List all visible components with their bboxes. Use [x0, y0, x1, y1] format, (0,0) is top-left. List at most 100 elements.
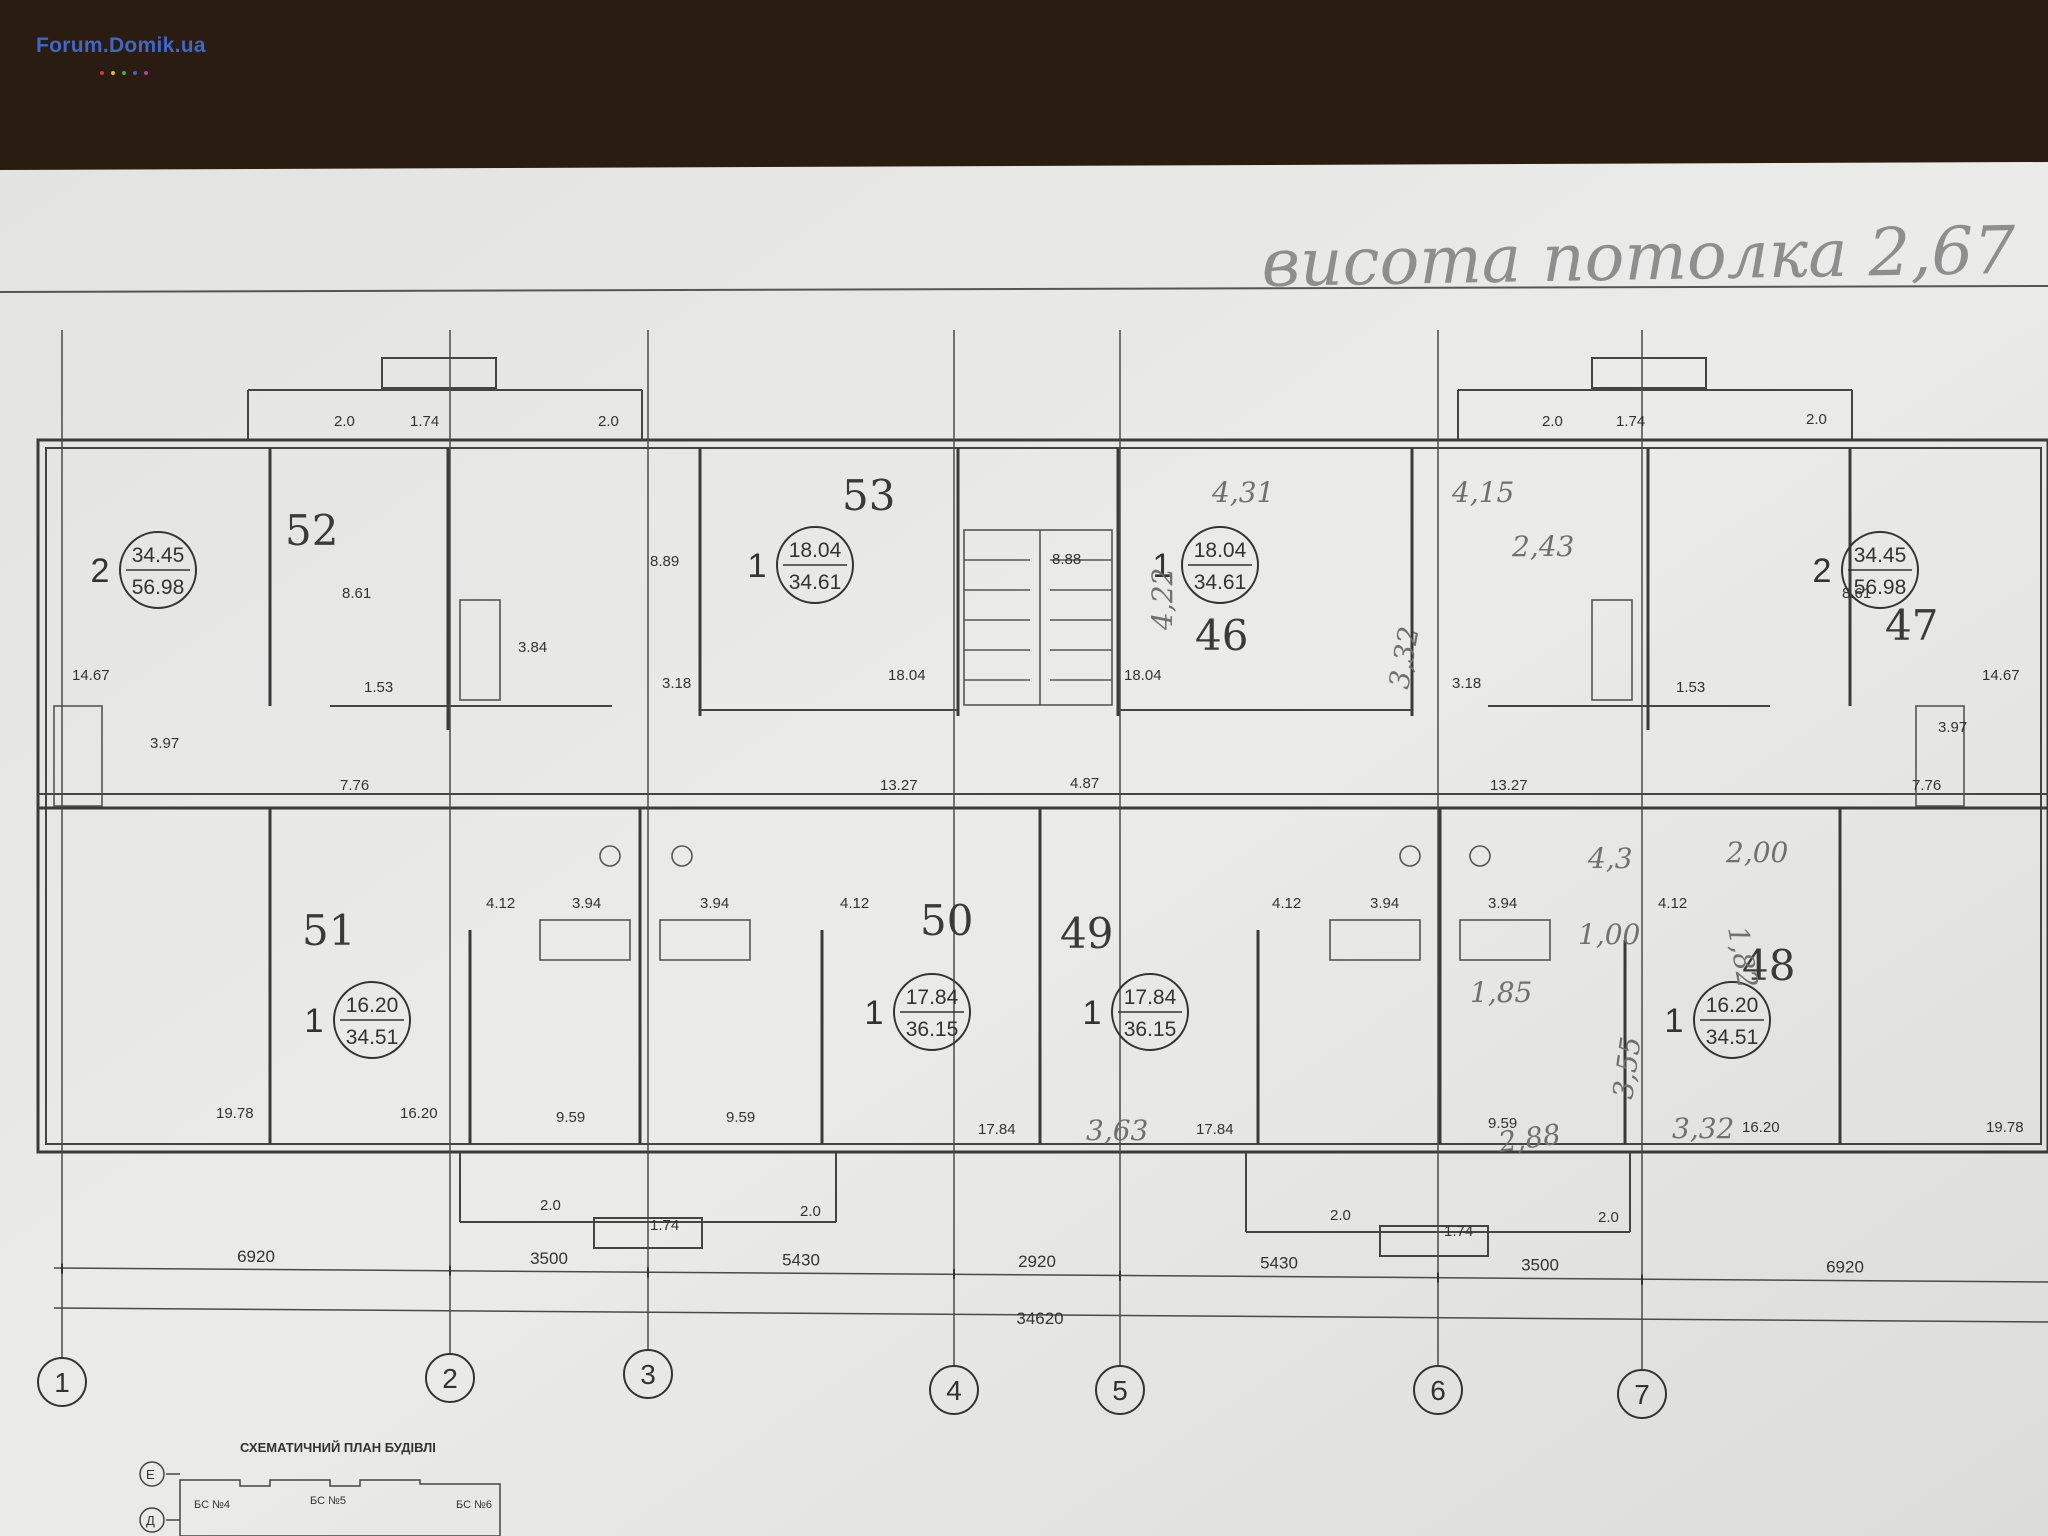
- axis-label: 7: [1634, 1379, 1650, 1410]
- axis-dimension: 5430: [782, 1250, 820, 1269]
- room-count: 2: [91, 552, 110, 590]
- room-area: 18.04: [888, 667, 926, 684]
- balcony-dimension: 1.74: [410, 413, 439, 430]
- axis-dimension: 3500: [1521, 1256, 1559, 1275]
- sheet-top-frame: [0, 285, 2048, 293]
- balcony-dimension: 2.0: [1598, 1209, 1619, 1226]
- axis-circle: [37, 1357, 87, 1407]
- total-area: 34.51: [346, 1026, 399, 1049]
- room-area: 13.27: [880, 777, 918, 794]
- area-circle: [1181, 526, 1259, 604]
- axis-circle: [425, 1353, 475, 1403]
- apartment-number: 52: [285, 506, 338, 555]
- room-area: 7.76: [340, 777, 369, 794]
- room-area: 17.84: [978, 1121, 1016, 1138]
- watermark-text: Forum.Domik.ua: [36, 34, 206, 57]
- room-area: 3.94: [1370, 895, 1399, 912]
- axis-label: 2: [442, 1363, 458, 1394]
- area-circle: [333, 981, 411, 1059]
- total-dimension: 34620: [1016, 1309, 1063, 1328]
- room-area: 19.78: [216, 1105, 254, 1122]
- room-area: 4.12: [1658, 895, 1687, 912]
- total-area: 56.98: [1854, 576, 1907, 599]
- room-area: 3.94: [700, 895, 729, 912]
- room-count: 1: [865, 994, 884, 1032]
- room-area: 8.61: [1842, 585, 1871, 602]
- balcony-dimension: 2.0: [1330, 1207, 1351, 1224]
- axis-circle: [1617, 1369, 1667, 1419]
- room-area: 4.87: [1070, 775, 1099, 792]
- axis-label: 3: [640, 1359, 656, 1390]
- apartment-number: 46: [1195, 611, 1248, 660]
- apartment-number: 51: [302, 906, 355, 955]
- watermark-dot: [133, 71, 137, 75]
- room-area: 14.67: [1982, 667, 2020, 684]
- axis-dimension: 5430: [1260, 1254, 1298, 1273]
- balcony-dimension: 2.0: [800, 1203, 821, 1220]
- living-area: 16.20: [346, 994, 399, 1017]
- axis-grid: 1 2 3 4 5 6 7: [37, 330, 1667, 1419]
- room-area: 3.97: [1938, 719, 1967, 736]
- axis-label: 5: [1112, 1375, 1128, 1406]
- paper-sheet: [0, 162, 2048, 1536]
- handwritten-dimension: 1,85: [1470, 976, 1532, 1009]
- area-circle: [119, 531, 197, 609]
- schematic-row-d: Д: [146, 1513, 155, 1528]
- balcony-dimension: 2.0: [334, 413, 355, 430]
- total-dim-line: [53, 1307, 2048, 1323]
- axis-label: 6: [1430, 1375, 1446, 1406]
- schematic-label-2: БС №5: [310, 1495, 346, 1507]
- axis-circle: [929, 1365, 979, 1415]
- handwritten-dimension: 1,00: [1578, 918, 1640, 951]
- schematic-title: СХЕМАТИЧНИЙ ПЛАН БУДІВЛІ: [240, 1440, 436, 1455]
- area-circle: [1693, 981, 1771, 1059]
- ceiling-height-note: висота потолка 2,67: [1261, 212, 2016, 302]
- living-area: 18.04: [1194, 539, 1247, 562]
- schematic-label-3: БС №6: [456, 1499, 492, 1511]
- handwritten-dimension: 3,63: [1086, 1114, 1148, 1147]
- apartment-number: 53: [842, 471, 895, 520]
- room-area: 3.94: [1488, 895, 1517, 912]
- balcony-dimension: 1.74: [1616, 413, 1645, 430]
- room-area: 8.61: [342, 585, 371, 602]
- watermark-dot: [122, 71, 126, 75]
- room-area: 4.12: [486, 895, 515, 912]
- room-area: 3.18: [1452, 675, 1481, 692]
- total-area: 36.15: [906, 1018, 959, 1041]
- room-area: 1.53: [364, 679, 393, 696]
- handwritten-dimension: 2,00: [1725, 836, 1788, 869]
- room-count: 1: [305, 1002, 324, 1040]
- room-area: 4.12: [840, 895, 869, 912]
- watermark-dot: [100, 71, 104, 75]
- living-area: 18.04: [789, 539, 842, 562]
- watermark-dot: [111, 71, 115, 75]
- apartment-number: 47: [1885, 601, 1938, 650]
- room-area: 3.97: [150, 735, 179, 752]
- apartment-51: 16.20 34.51 1 51: [302, 906, 411, 1059]
- schematic-label-1: БС №4: [194, 1499, 230, 1511]
- total-area: 56.98: [132, 576, 185, 599]
- living-area: 34.45: [1854, 544, 1907, 567]
- axis-circle: [623, 1349, 673, 1399]
- total-area: 34.61: [1194, 571, 1247, 594]
- balcony-dimension: 2.0: [540, 1197, 561, 1214]
- apartment-47: 34.45 56.98 2 47: [1813, 531, 1938, 650]
- axis-label: 4: [946, 1375, 962, 1406]
- total-area: 36.15: [1124, 1018, 1177, 1041]
- room-area: 18.04: [1124, 667, 1162, 684]
- room-area: 3.18: [662, 675, 691, 692]
- area-circle: [1841, 531, 1919, 609]
- axis-dimension: 6920: [237, 1247, 275, 1266]
- axis-dimension: 2920: [1018, 1252, 1056, 1271]
- watermark-dots: [100, 62, 155, 80]
- room-count: 2: [1813, 552, 1832, 590]
- living-area: 17.84: [1124, 986, 1177, 1009]
- handwritten-dimension: 4,31: [1211, 476, 1274, 509]
- room-count: 1: [1665, 1002, 1684, 1040]
